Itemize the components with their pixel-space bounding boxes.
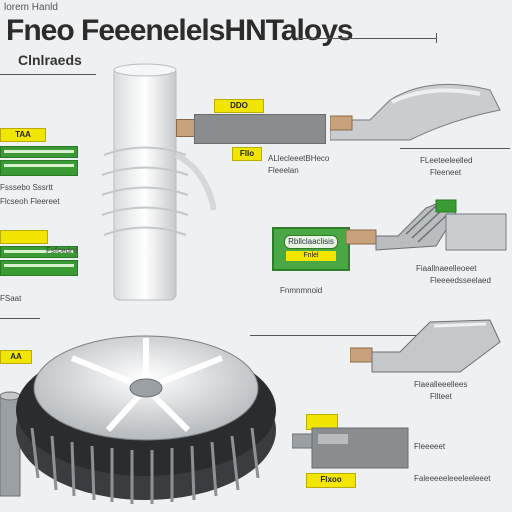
right-tag-mid: Fllo — [232, 147, 262, 161]
left-tag-mid — [0, 230, 48, 244]
title-rule — [296, 38, 436, 39]
left-label-2: Fsfcedrd — [46, 246, 78, 255]
left-green-bar-4 — [0, 260, 78, 276]
left-tag-top: TAA — [0, 128, 46, 142]
device-graphic-bottom — [292, 427, 409, 469]
right-label-mid-a: Fiaallnaeelleoeet — [416, 264, 477, 273]
right-connector-top — [176, 119, 196, 137]
right-label-right-a: FLeeteeleelled — [420, 156, 473, 165]
left-green-bar-3 — [0, 246, 78, 258]
lower-connector-line — [250, 335, 420, 336]
header-small-label: lorem Hanld — [4, 2, 58, 13]
device-graphic-lower — [350, 319, 501, 373]
left-label-1a: Fsssebo Sssrtt — [0, 183, 53, 192]
device-graphic-top — [330, 83, 501, 141]
right-label-right-b: Fleeneet — [430, 168, 462, 177]
page-title: Fneo FeeenelelsHNTaloys — [6, 14, 354, 47]
right-grey-box-top — [194, 114, 326, 144]
center-label: Fnmnmnoid — [280, 286, 323, 295]
right-tag-top: DDO — [214, 99, 264, 113]
left-green-bar-1 — [0, 146, 78, 158]
left-rule-lower — [0, 318, 40, 319]
subtitle-rule — [0, 74, 96, 75]
right-label-lower-a: Flaealleeellees — [414, 380, 468, 389]
bottom-tag: Flxoo — [306, 473, 356, 488]
right-label-top-a: ALlecleeetBHeco — [268, 154, 330, 163]
right-label-bottom-b: Faleeeeeleeeleeleeet — [414, 474, 491, 483]
center-green-panel: Rbllclaaclisis Fnlel — [272, 227, 350, 271]
right-label-top-b: Fleeelan — [268, 166, 299, 175]
page-subtitle: Clnlraeds — [18, 52, 82, 68]
tire-graphic — [16, 335, 276, 504]
central-column-graphic — [101, 63, 216, 301]
right-rule-top — [400, 148, 510, 149]
green-panel-sub-label: Fnlel — [286, 251, 336, 261]
right-label-bottom-a: Fleeeeet — [414, 442, 446, 451]
device-graphic-mid — [346, 199, 507, 251]
right-label-mid-b: Fleeeedsseelaed — [430, 276, 491, 285]
right-label-lower-b: Fllteet — [430, 392, 452, 401]
title-rule-tick — [436, 33, 437, 43]
left-label-3: FSaat — [0, 294, 22, 303]
green-panel-screen: Rbllclaaclisis — [284, 235, 338, 249]
left-label-1b: Flcseoh Fleereet — [0, 197, 60, 206]
left-green-bar-2 — [0, 160, 78, 176]
left-tag-bottom: AA — [0, 350, 32, 364]
